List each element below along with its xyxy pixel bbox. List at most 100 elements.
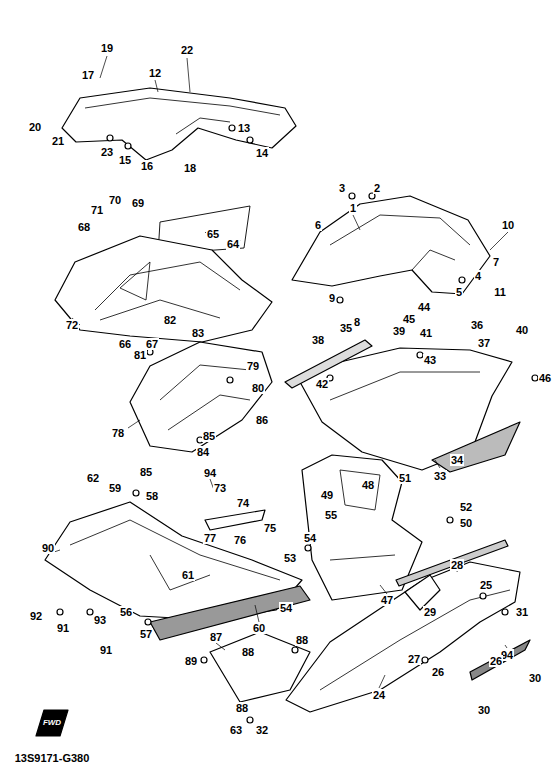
callout-number: 44 [417,301,431,313]
callout-number: 9 [328,292,336,304]
callout-number: 71 [90,204,104,216]
callout-number: 22 [180,44,194,56]
callout-number: 41 [419,327,433,339]
callout-number: 84 [196,446,210,458]
callout-number: 82 [163,314,177,326]
callout-number: 39 [392,325,406,337]
callout-number: 40 [515,324,529,336]
callout-number: 91 [99,644,113,656]
callout-number: 16 [140,160,154,172]
callout-number: 64 [226,238,240,250]
callout-number: 79 [246,360,260,372]
callout-number: 77 [203,532,217,544]
callout-number: 83 [191,327,205,339]
callout-number: 59 [108,482,122,494]
drawing-number: 13S9171-G380 [14,752,91,764]
callout-number: 46 [538,372,552,384]
callout-number: 7 [492,256,500,268]
callout-number: 88 [241,646,255,658]
callout-number: 45 [402,313,416,325]
callout-number: 38 [311,334,325,346]
callout-number: 18 [183,162,197,174]
callout-number: 13 [237,122,251,134]
callout-number: 1 [349,202,357,214]
callout-number: 85 [139,466,153,478]
callout-number: 57 [139,628,153,640]
callout-number: 52 [459,501,473,513]
callout-number: 51 [398,472,412,484]
callout-number: 11 [493,286,507,298]
callout-number: 74 [236,497,250,509]
callout-number: 49 [320,489,334,501]
callout-number: 80 [251,382,265,394]
callout-number: 31 [515,606,529,618]
callout-number: 23 [100,146,114,158]
callout-number: 10 [501,219,515,231]
callout-number: 32 [255,724,269,736]
callout-number: 2 [373,182,381,194]
callout-number: 78 [111,427,125,439]
callout-number: 61 [181,569,195,581]
callout-number: 69 [131,197,145,209]
callout-number: 35 [339,322,353,334]
callout-number: 70 [108,194,122,206]
callout-number: 91 [56,622,70,634]
callout-number: 24 [372,689,386,701]
callout-number: 81 [133,349,147,361]
callout-number: 4 [474,270,482,282]
callout-number: 26 [489,655,503,667]
callout-number: 90 [41,542,55,554]
callout-number: 14 [255,147,269,159]
callout-number: 29 [423,606,437,618]
callout-number: 8 [353,316,361,328]
callout-number: 6 [314,219,322,231]
callout-number: 88 [295,634,309,646]
callout-number: 60 [252,622,266,634]
callout-number: 54 [303,532,317,544]
callout-number: 88 [235,702,249,714]
callout-number: 17 [81,69,95,81]
callout-number: 73 [213,482,227,494]
callout-number: 63 [229,724,243,736]
callout-number: 30 [528,672,542,684]
callout-number: 28 [450,559,464,571]
callout-number: 20 [28,121,42,133]
callout-number: 30 [477,704,491,716]
callout-number: 19 [100,42,114,54]
callout-number: 27 [407,653,421,665]
callout-number: 37 [477,337,491,349]
callout-number: 34 [450,454,464,466]
callout-number: 12 [148,67,162,79]
callout-number: 43 [423,354,437,366]
callout-number: 89 [184,655,198,667]
callout-number: 25 [479,579,493,591]
callout-number: 3 [338,182,346,194]
callout-number: 42 [315,378,329,390]
callout-number: 93 [93,614,107,626]
callout-number: 36 [470,319,484,331]
callout-number: 72 [65,319,79,331]
forward-mark: FWD [42,717,62,729]
callout-number: 21 [51,135,65,147]
callout-number: 75 [263,522,277,534]
callout-number: 50 [459,517,473,529]
callout-number: 26 [431,666,445,678]
callout-number: 47 [380,594,394,606]
callout-number: 86 [255,414,269,426]
callout-number: 92 [29,610,43,622]
callout-number: 48 [361,479,375,491]
callout-number: 58 [145,490,159,502]
callout-number: 56 [119,606,133,618]
callout-number: 66 [118,338,132,350]
callout-number: 5 [455,286,463,298]
callout-number: 62 [86,472,100,484]
callout-number: 85 [202,430,216,442]
callout-number: 53 [283,552,297,564]
callout-number: 68 [77,221,91,233]
callout-number: 65 [206,228,220,240]
callout-number: 76 [233,534,247,546]
callout-number: 94 [203,467,217,479]
callout-number: 87 [209,631,223,643]
